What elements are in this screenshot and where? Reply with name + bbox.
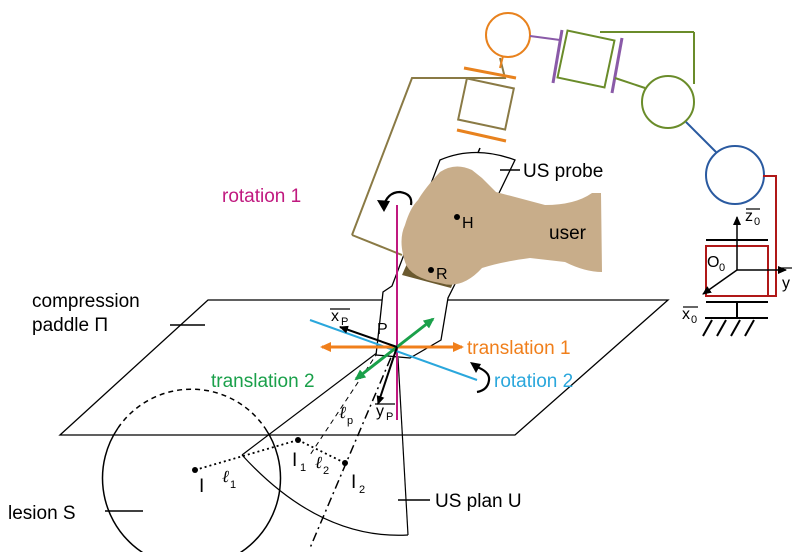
label-us-plan: US plan U — [435, 491, 522, 512]
label-axis-xp: x — [331, 308, 339, 325]
label-frame-o: O — [707, 254, 719, 271]
robot-joint-purple — [529, 29, 695, 129]
robot-joint-blue — [685, 121, 765, 205]
point-i2-dot — [342, 460, 348, 466]
label-compression: compression — [32, 291, 140, 312]
rotation-1-arrow — [381, 190, 413, 209]
base-frame — [702, 216, 787, 295]
label-translation-1: translation 1 — [467, 338, 571, 359]
label-line-lp-sub: p — [347, 415, 353, 427]
label-line-l1: ℓ — [222, 467, 229, 486]
label-frame-z: z — [745, 208, 753, 225]
axis-xp-arrow — [339, 325, 398, 348]
label-line-lp: ℓ — [339, 403, 346, 422]
label-frame-x: x — [682, 306, 690, 323]
line-l2 — [297, 439, 346, 464]
rotation-1-arrowhead — [377, 200, 390, 212]
label-point-i1-sub: 1 — [300, 462, 306, 474]
axis-yp-arrow — [376, 346, 398, 405]
robot-joint-orange — [456, 12, 531, 143]
point-i-dot — [192, 467, 198, 473]
robot-base — [702, 239, 768, 337]
label-point-h: H — [462, 215, 474, 232]
robot-arm — [351, 12, 787, 337]
label-user: user — [549, 223, 587, 244]
label-point-p: P — [377, 321, 388, 338]
label-lesion: lesion S — [8, 503, 76, 524]
rotation-2-arrowhead — [470, 362, 481, 373]
label-point-i1: I — [292, 450, 297, 471]
label-translation-2: translation 2 — [211, 371, 315, 392]
label-rotation-2: rotation 2 — [494, 371, 573, 392]
label-paddle: paddle Π — [32, 315, 108, 336]
label-point-r: R — [436, 266, 448, 283]
translation-2-arrow-down — [354, 345, 398, 381]
point-h-dot — [454, 214, 460, 220]
label-rotation-1: rotation 1 — [222, 186, 301, 207]
lesion-sphere — [101, 388, 282, 552]
label-point-i2: I — [351, 472, 356, 493]
translation-2-arrow-up — [396, 317, 435, 349]
label-frame-y: y — [782, 275, 790, 292]
label-us-probe: US probe — [523, 161, 603, 182]
label-point-i: I — [199, 476, 204, 497]
label-line-l2-sub: 2 — [323, 465, 329, 477]
compression-paddle — [58, 299, 670, 436]
user-hand — [401, 166, 602, 285]
label-frame-z-sub: 0 — [754, 216, 760, 228]
label-axis-yp: y — [376, 403, 384, 420]
label-frame-x-sub: 0 — [691, 314, 697, 326]
point-i1-dot — [295, 437, 301, 443]
line-l1 — [194, 439, 299, 471]
label-axis-xp-sub: P — [341, 316, 348, 328]
label-line-l1-sub: 1 — [230, 479, 236, 491]
label-point-i2-sub: 2 — [359, 484, 365, 496]
label-axis-yp-sub: P — [386, 411, 393, 423]
label-line-l2: ℓ — [315, 453, 322, 472]
point-r-dot — [428, 267, 434, 273]
rotation-2-arrow — [476, 365, 491, 394]
label-frame-o-sub: 0 — [719, 262, 725, 274]
